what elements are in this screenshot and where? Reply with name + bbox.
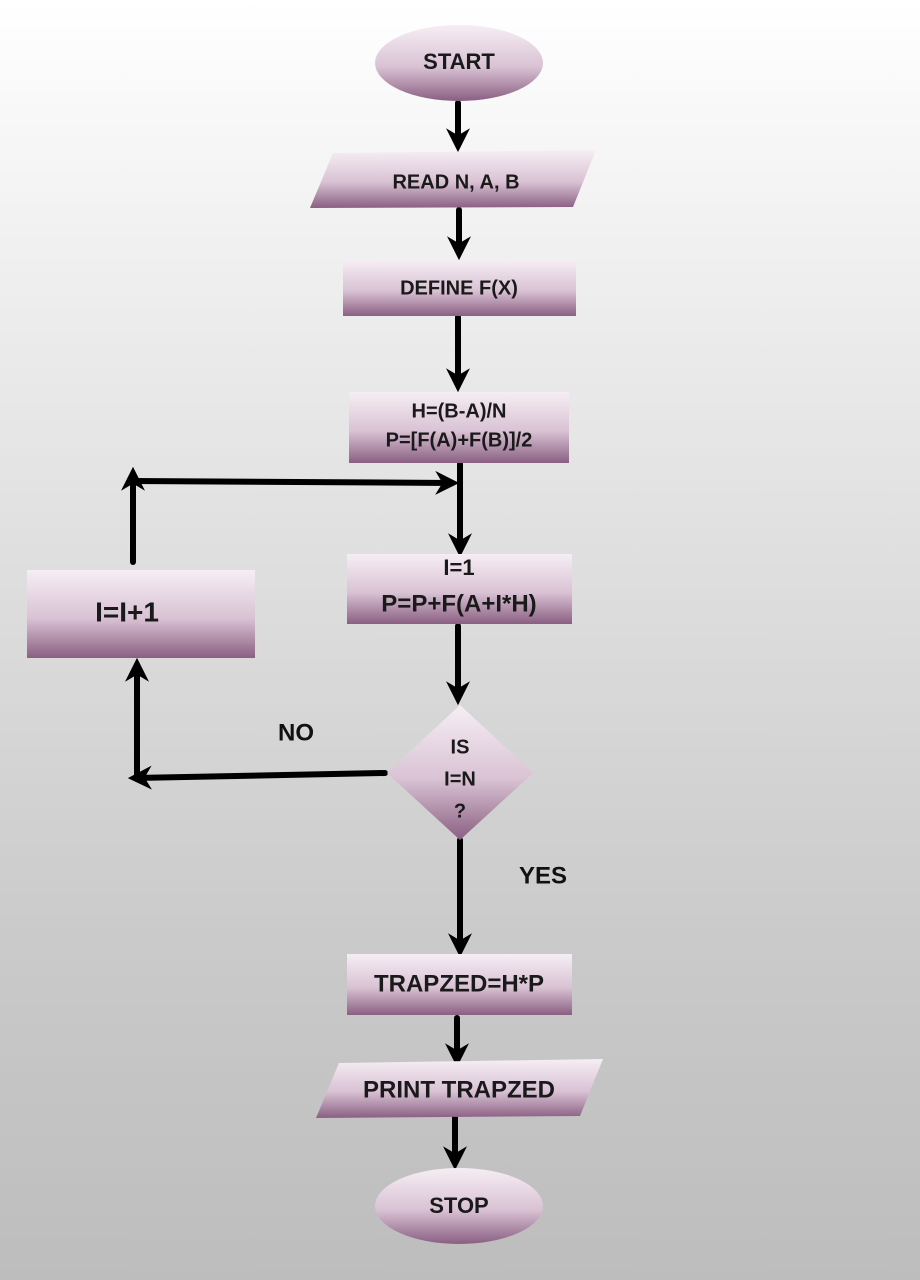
yes-branch-label: YES (519, 862, 567, 889)
increment-box: I=I+1 (27, 570, 255, 658)
start-label: START (423, 49, 495, 74)
print-output-label: PRINT TRAPZED (363, 1076, 555, 1103)
decision-line-3: ? (454, 800, 466, 822)
define-function-label: DEFINE F(X) (400, 277, 518, 299)
arrow-loop-back-right (130, 470, 460, 495)
read-input-parallelogram: READ N, A, B (310, 150, 596, 208)
read-input-label: READ N, A, B (392, 171, 519, 193)
start-terminal: START (375, 25, 543, 101)
stop-label: STOP (429, 1193, 489, 1218)
init-line-1: H=(B-A)/N (412, 400, 507, 422)
increment-label: I=I+1 (95, 596, 159, 627)
decision-diamond: IS I=N ? (387, 705, 533, 840)
loop-body-line-2: P=P+F(A+I*H) (381, 590, 536, 617)
init-box: H=(B-A)/N P=[F(A)+F(B)]/2 (349, 392, 569, 463)
init-line-2: P=[F(A)+F(B)]/2 (386, 429, 533, 451)
compute-box: TRAPZED=H*P (347, 954, 572, 1015)
decision-line-2: I=N (444, 768, 476, 790)
stop-terminal: STOP (375, 1168, 543, 1244)
no-branch-label: NO (278, 719, 314, 746)
print-output-parallelogram: PRINT TRAPZED (316, 1059, 603, 1118)
compute-label: TRAPZED=H*P (374, 970, 544, 997)
define-function-box: DEFINE F(X) (343, 260, 576, 316)
loop-body-box: I=1 P=P+F(A+I*H) (347, 554, 572, 624)
loop-body-line-1: I=1 (443, 555, 474, 580)
decision-line-1: IS (451, 736, 470, 758)
arrow-decision-no-left (127, 765, 388, 790)
